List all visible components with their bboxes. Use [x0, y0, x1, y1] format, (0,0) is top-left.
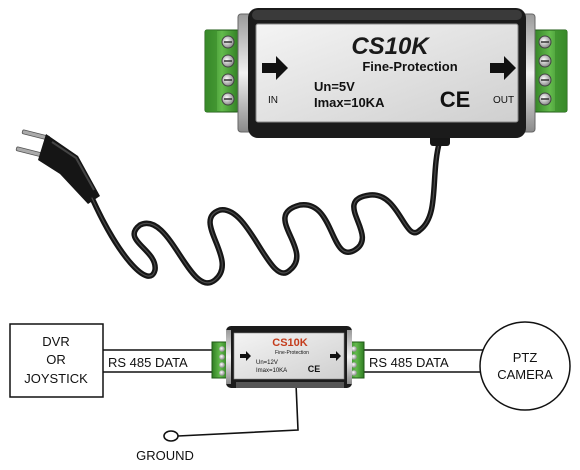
ptz-line-1: PTZ	[513, 350, 538, 365]
right-wire-label: RS 485 DATA	[369, 355, 449, 370]
left-wire-label: RS 485 DATA	[108, 355, 188, 370]
small-device-subtitle: Fine-Protection	[275, 350, 309, 356]
small-current-rating: Imax=10KA	[256, 368, 287, 374]
out-label: OUT	[493, 95, 514, 106]
arrow-right-icon	[330, 351, 341, 361]
arrow-right-icon	[490, 56, 516, 80]
dvr-box-line-2: OR	[46, 352, 66, 367]
surge-protector-small: CS10K Fine-Protection Un=12V Imax=10KA C…	[211, 326, 365, 388]
ground-label: GROUND	[136, 448, 194, 463]
ground-wire	[163, 383, 299, 442]
dvr-box-line-3: JOYSTICK	[24, 371, 88, 386]
arrow-right-icon	[240, 351, 251, 361]
dvr-joystick-box	[9, 323, 104, 398]
ptz-camera-circle	[479, 321, 571, 411]
rs485-wires-left	[103, 349, 213, 373]
power-plug	[15, 129, 100, 204]
surge-protector-large: CS10K Fine-Protection Un=5V Imax=10KA CE…	[204, 8, 568, 138]
ce-mark: CE	[440, 87, 471, 112]
coiled-cable	[89, 137, 443, 286]
rs485-wires-right	[363, 349, 486, 373]
current-rating: Imax=10KA	[314, 95, 385, 110]
device-subtitle: Fine-Protection	[362, 59, 457, 74]
small-device-model: CS10K	[272, 337, 308, 349]
small-ce-mark: CE	[308, 364, 321, 374]
ptz-line-2: CAMERA	[497, 367, 553, 382]
dvr-box-line-1: DVR	[42, 334, 69, 349]
small-voltage-rating: Un=12V	[256, 360, 278, 366]
device-model: CS10K	[351, 33, 430, 60]
arrow-right-icon	[262, 56, 288, 80]
in-label: IN	[268, 95, 278, 106]
terminal-block-out	[532, 29, 568, 113]
voltage-rating: Un=5V	[314, 79, 355, 94]
terminal-block-in	[204, 29, 240, 113]
